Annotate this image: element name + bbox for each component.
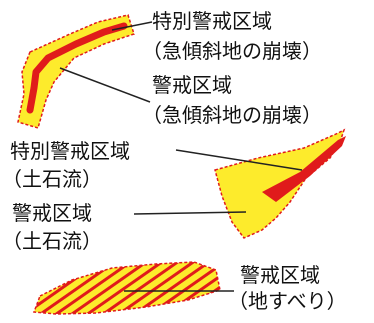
debris-flow-zone-graphic (214, 128, 346, 239)
leader-line-steep-zone (59, 67, 151, 103)
steep-slope-special-zone-sublabel: （急傾斜地の崩壊） (142, 39, 322, 63)
steep-slope-zone-sublabel: （急傾斜地の崩壊） (142, 103, 322, 127)
debris-flow-special-zone-sublabel: （土石流） (2, 167, 102, 191)
debris-flow-zone-label: 警戒区域 (12, 201, 92, 225)
leader-line-debris-zone (133, 211, 247, 215)
debris-flow-special-zone-shape (262, 136, 346, 202)
steep-slope-zone-label: 警戒区域 (152, 73, 232, 97)
steep-slope-zone-graphic (17, 14, 135, 129)
landslide-warning-zone-shape (32, 261, 221, 315)
leader-line-debris-special (175, 149, 303, 171)
leader-line-steep-special (111, 21, 153, 31)
leader-lines (59, 21, 303, 292)
landslide-zone-label: 警戒区域 (240, 263, 320, 287)
landslide-zone-sublabel: （地すべり） (228, 289, 347, 313)
debris-flow-zone-sublabel: （土石流） (2, 229, 102, 253)
debris-flow-special-zone-label: 特別警戒区域 (10, 139, 130, 163)
landslide-zone-graphic (32, 261, 221, 315)
steep-slope-special-zone-label: 特別警戒区域 (152, 9, 272, 33)
steep-slope-special-zone-band (26, 22, 128, 114)
